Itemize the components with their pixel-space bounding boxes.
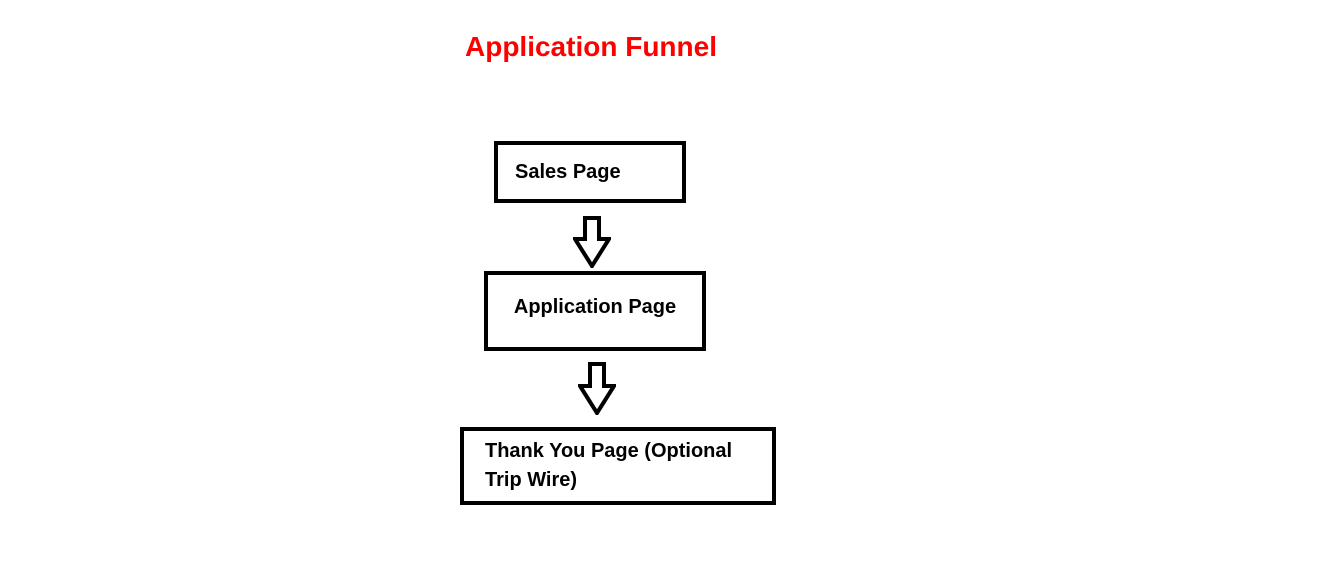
flow-node-label: Sales Page	[515, 160, 621, 183]
flow-node-label: Application Page	[513, 296, 677, 318]
flow-node-application-page: Application Page	[484, 271, 706, 351]
diagram-title: Application Funnel	[465, 31, 717, 62]
flow-node-label: Thank You Page (Optional Trip Wire)	[485, 440, 733, 491]
flow-node-thank-you-page: Thank You Page (Optional Trip Wire)	[460, 427, 776, 505]
flow-node-sales-page: Sales Page	[494, 141, 686, 203]
down-arrow-icon	[571, 216, 613, 273]
down-arrow-icon	[576, 362, 618, 420]
